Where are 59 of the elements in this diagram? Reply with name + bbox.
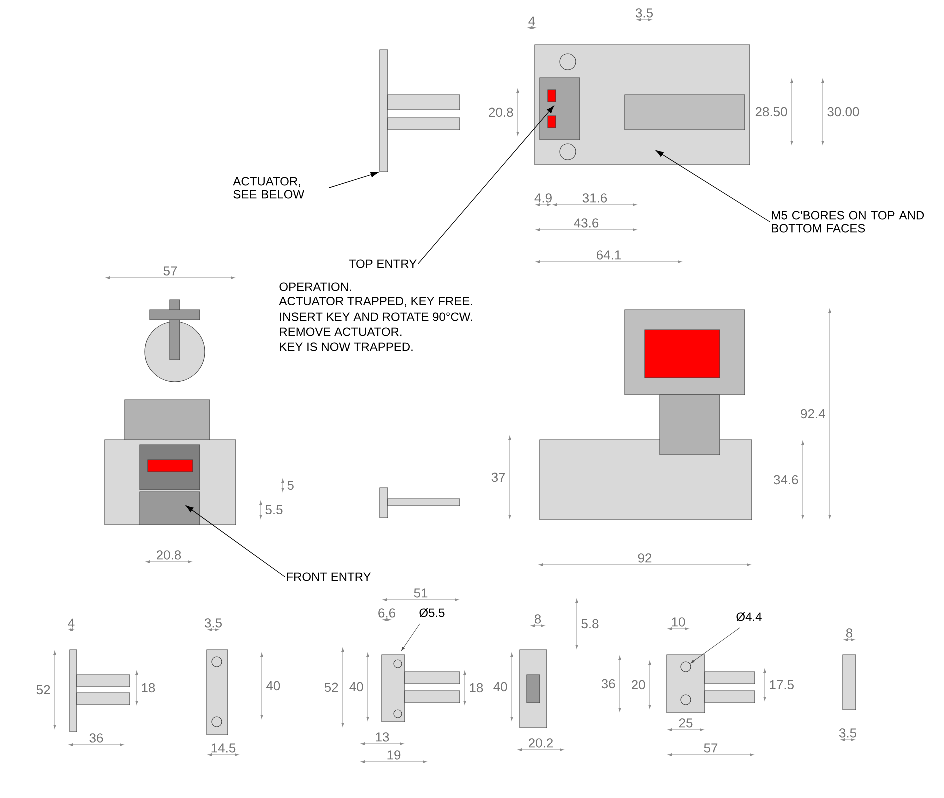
dimension-label: 3.5	[204, 618, 222, 628]
dimension-label: 20.8	[157, 550, 182, 560]
dimension-label: 10	[672, 618, 686, 627]
dimension-label: 5.8	[582, 619, 599, 629]
dimension-label: 52	[324, 682, 338, 692]
note-text: REMOVE ACTUATOR.	[280, 328, 402, 336]
dimension-label: 43.6	[574, 218, 599, 228]
dimension-label: 6.6	[378, 608, 396, 618]
dimension-label: 36	[602, 679, 616, 689]
leader-line	[329, 172, 379, 188]
dimension-label: 13	[376, 732, 390, 742]
dimension-label: 57	[704, 744, 718, 753]
dimension-label: 37	[492, 472, 506, 482]
callout-text: TOP ENTRY	[349, 260, 417, 268]
note-text: INSERT KEY AND ROTATE 90°CW.	[280, 312, 472, 322]
note-text: ACTUATOR TRAPPED, KEY FREE.	[279, 297, 472, 307]
dimension-label: 28.50	[756, 107, 788, 117]
dimension-label: 18	[142, 683, 156, 693]
dimension-label: 20.8	[489, 108, 514, 118]
dimension-label: 8	[846, 628, 853, 638]
dimension-label: 5	[288, 480, 294, 490]
dimension-label: 36	[90, 734, 104, 743]
dimension-label: 40	[494, 682, 508, 692]
dimension-label: 52	[36, 685, 50, 695]
callout-text: M5 C'BORES ON TOP AND BOTTOM FACES	[772, 211, 924, 233]
dimension-label: 30.00	[828, 107, 860, 117]
dimension-label: 20	[632, 680, 646, 690]
dimension-label: 8	[534, 614, 542, 624]
leader-line	[656, 150, 770, 222]
dimension-label: 14.5	[212, 744, 236, 753]
leader-line	[418, 106, 554, 264]
dimension-label: 64.1	[597, 250, 622, 260]
dimension-label: 19	[388, 750, 401, 760]
leader-line	[186, 506, 286, 578]
dimension-label: 18	[470, 683, 484, 693]
dimension-label: Ø4.4	[736, 612, 762, 622]
dimension-label: 4	[528, 16, 536, 26]
dimension-label: 3.5	[839, 728, 856, 738]
note-text: KEY IS NOW TRAPPED.	[280, 342, 413, 352]
dimension-label: 57	[164, 266, 178, 276]
dimension-label: 5.5	[266, 505, 283, 515]
dimension-label: 3.5	[636, 8, 653, 18]
dimension-label: 40	[266, 681, 280, 691]
dimension-label: 4	[68, 618, 75, 628]
dimension-label: 51	[414, 588, 428, 598]
dimension-label: 92	[638, 554, 652, 563]
dimension-label: 4.9	[534, 194, 552, 203]
note-text: OPERATION.	[280, 282, 352, 292]
dimension-label: 25	[679, 718, 693, 728]
actuator-drawing	[380, 50, 460, 172]
dimension-label: 40	[350, 682, 364, 692]
callout-text: FRONT ENTRY	[287, 572, 372, 582]
dimension-label: 31.6	[582, 194, 608, 203]
callout-text: ACTUATOR, SEE BELOW	[233, 177, 304, 199]
dimension-label: 34.6	[774, 475, 798, 485]
dimension-label: 20.2	[529, 738, 553, 748]
dimension-label: Ø5.5	[420, 608, 445, 618]
dimension-label: 92.4	[801, 409, 826, 419]
dimension-label: 17.5	[770, 680, 794, 690]
